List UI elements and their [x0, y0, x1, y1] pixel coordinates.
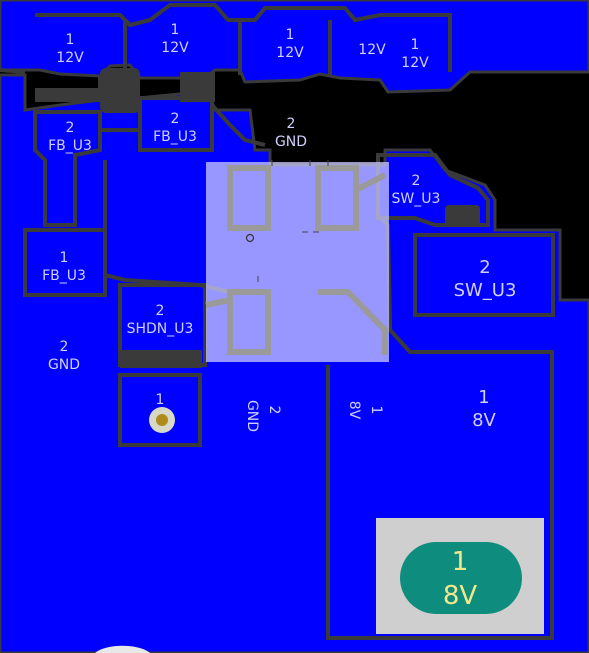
label-12v-c-net: 12V: [276, 45, 304, 61]
fb-low-pad[interactable]: [23, 228, 107, 297]
via-hole: [156, 414, 168, 426]
dark-block-3: [120, 350, 202, 368]
ic-pad-br: [318, 289, 388, 355]
ic-u3-footprint[interactable]: [205, 160, 389, 362]
label-gnd-left-num: 2: [60, 339, 69, 355]
sw-small-pad[interactable]: [376, 153, 490, 227]
dark-block-1: [100, 68, 140, 113]
ic-lead-r: [354, 172, 387, 193]
label-fb-left-num: 2: [66, 120, 75, 136]
label-fb-mid-num: 2: [171, 111, 180, 127]
sw-big-pad[interactable]: [413, 233, 555, 317]
pin1-marker: [245, 233, 255, 243]
label-fb-low-net: FB_U3: [42, 268, 86, 284]
label-8v-net: 8V: [472, 410, 496, 431]
label-12v-a-num: 1: [66, 32, 75, 48]
label-12v-b-num: 1: [171, 22, 180, 38]
dark-block-2: [180, 72, 215, 102]
label-shdn-net: SHDN_U3: [127, 321, 194, 337]
label-8v-rot-num: 1: [368, 406, 384, 415]
label-12v-e-num: 1: [411, 37, 420, 53]
shdn-pad[interactable]: [118, 283, 207, 367]
ic-tick-marks: [257, 160, 329, 282]
dark-block-4: [445, 205, 480, 227]
label-gnd-rot-num: 2: [266, 406, 282, 415]
rotated-labels: 2 GND 1 8V: [244, 400, 384, 432]
ic-pad-outlines: [205, 165, 388, 355]
label-sw-big-num: 2: [479, 257, 490, 278]
label-gnd-top-num: 2: [287, 116, 296, 132]
label-fb-low-num: 1: [60, 250, 69, 266]
fb-left-pad[interactable]: [33, 110, 102, 227]
gnd-diag: [210, 103, 266, 147]
label-shdn-num: 2: [156, 303, 165, 319]
label-sw-small-num: 2: [412, 173, 421, 189]
pad-8v-num: 1: [452, 547, 469, 577]
label-sw-big-net: SW_U3: [454, 280, 517, 301]
label-12v-b-net: 12V: [161, 40, 189, 56]
label-fb-left-net: FB_U3: [48, 138, 92, 154]
ic-pad-tr: [315, 165, 359, 231]
via[interactable]: [149, 407, 175, 433]
label-12v-a-net: 12V: [56, 50, 84, 66]
corner-arc: [95, 645, 150, 653]
net-labels: 1 12V 1 12V 1 12V 12V 1 12V 2 FB_U3 2 FB…: [42, 22, 440, 408]
via-pad-square[interactable]: [118, 373, 202, 447]
label-12v-e-net: 12V: [401, 55, 429, 71]
dark-blocks: [35, 68, 480, 368]
dark-block-5: [35, 88, 100, 102]
label-sw-small-net: SW_U3: [392, 191, 441, 207]
pad-8v-teal: [400, 542, 522, 614]
label-12v-d-net: 12V: [358, 42, 386, 58]
label-gnd-top-net: GND: [275, 134, 307, 150]
label-12v-c-num: 1: [286, 27, 295, 43]
net-12v-pour[interactable]: [0, 0, 589, 94]
ic-lead-l: [205, 297, 231, 308]
label-8v-num: 1: [478, 387, 489, 408]
top-pad-outlines: [35, 3, 452, 75]
label-8v-rot-net: 8V: [346, 401, 362, 420]
pad-8v-net: 8V: [443, 581, 478, 611]
pad-8v[interactable]: 1 8V: [376, 518, 544, 634]
label-fb-mid-net: FB_U3: [153, 129, 197, 145]
net-labels-large: 2 SW_U3 1 8V: [454, 257, 517, 431]
label-gnd-left-net: GND: [48, 357, 80, 373]
ic-pad-tl: [227, 165, 271, 231]
label-via-num: 1: [156, 392, 165, 408]
label-gnd-rot-net: GND: [244, 400, 260, 432]
ic-highlight: [206, 162, 389, 362]
ic-pad-bl: [227, 289, 271, 355]
